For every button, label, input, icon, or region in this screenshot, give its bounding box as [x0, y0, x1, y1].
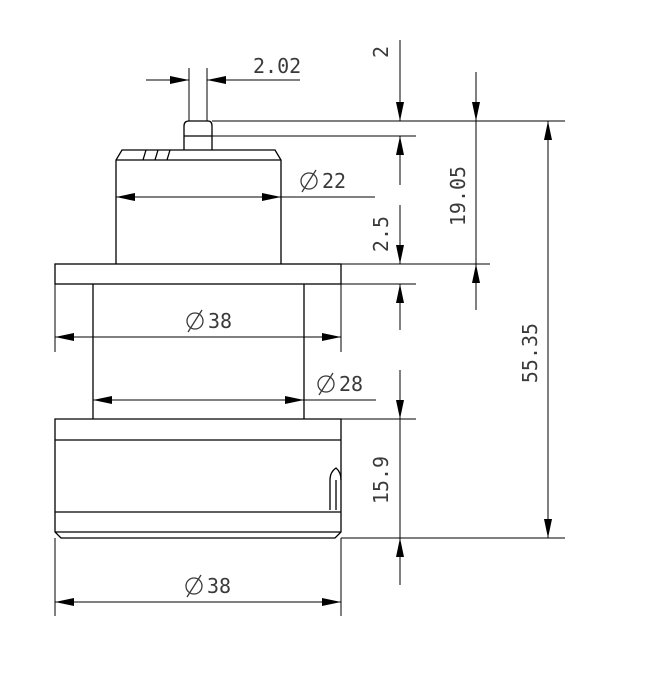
base	[54, 418, 342, 539]
dim-pin-height: 2	[212, 40, 490, 185]
diameter-symbol-icon	[300, 169, 318, 193]
pin	[183, 120, 213, 150]
dim-pin-width: 2.02	[146, 54, 301, 121]
top-body	[115, 149, 282, 264]
middle-body	[92, 284, 305, 419]
diameter-symbol-icon	[185, 574, 203, 598]
dim-flange-thickness: 2.5	[341, 205, 490, 330]
dim-base-diameter: 38	[54, 538, 342, 616]
pin-height-label: 2	[369, 46, 393, 58]
top-body-height-label: 19.05	[446, 166, 470, 226]
dim-overall-height: 55.35	[490, 120, 565, 538]
flange-thickness-label: 2.5	[369, 216, 393, 252]
top-body-diameter-label: 22	[322, 169, 346, 193]
pin-width-label: 2.02	[253, 54, 301, 78]
dim-flange-diameter: 38	[54, 284, 342, 352]
flange	[54, 263, 342, 285]
diameter-symbol-icon	[317, 372, 335, 396]
diameter-symbol-icon	[186, 309, 204, 333]
dim-top-body-height: 19.05	[446, 72, 480, 310]
flange-diameter-label: 38	[208, 309, 232, 333]
overall-height-label: 55.35	[518, 323, 542, 383]
part-outline	[54, 120, 342, 539]
base-diameter-label: 38	[207, 574, 231, 598]
dim-base-height: 15.9	[341, 370, 565, 585]
dim-top-body-diameter: 22	[116, 169, 375, 201]
middle-body-diameter-label: 28	[339, 372, 363, 396]
base-height-label: 15.9	[369, 456, 393, 504]
dim-middle-body-diameter: 28	[93, 372, 376, 404]
